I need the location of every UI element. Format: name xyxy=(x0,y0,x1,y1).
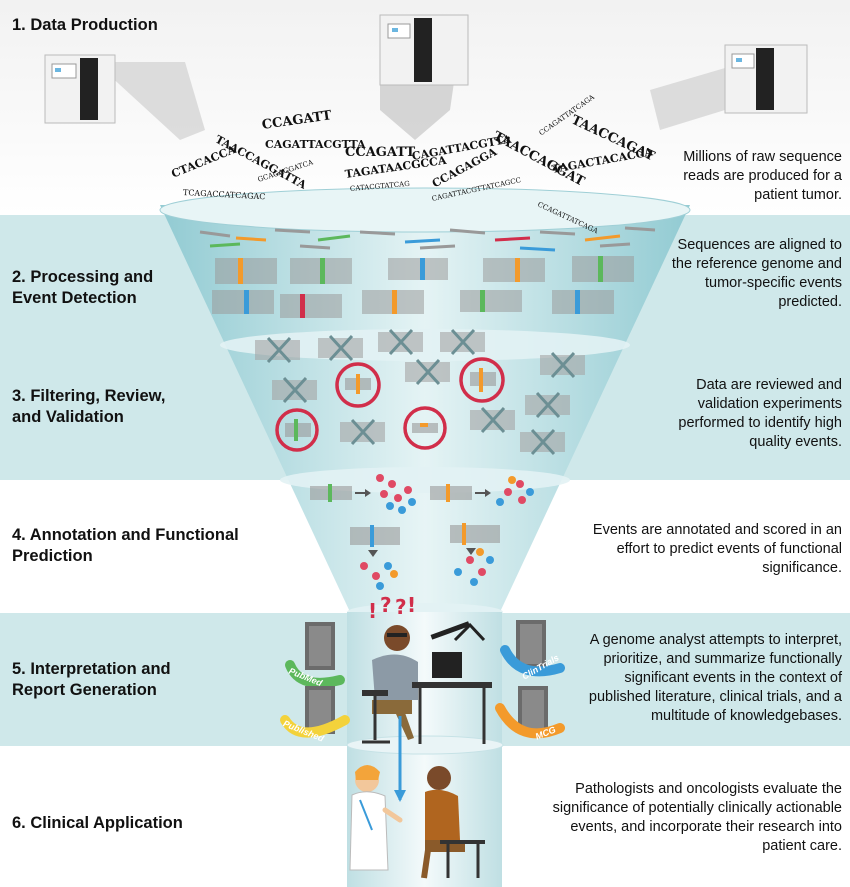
svg-text:?: ? xyxy=(380,593,392,617)
stage-6-description: Pathologists and oncologists evaluate th… xyxy=(552,781,842,854)
svg-text:?: ? xyxy=(395,595,407,619)
stage-2-description: Sequences are aligned to the reference g… xyxy=(671,237,842,310)
filtered-events xyxy=(255,328,585,456)
stage-3-description: Data are reviewed and validation experim… xyxy=(678,377,842,450)
stage-4-description: Events are annotated and scored in an ef… xyxy=(592,522,842,576)
stage-1-description: Millions of raw sequence reads are produ… xyxy=(683,149,842,203)
analyst-figure: ! ? ? ! xyxy=(362,593,492,802)
annotation-networks xyxy=(310,474,534,590)
sequencer-icon-left xyxy=(44,54,116,124)
stage-5-title: 5. Interpretation and Report Generation xyxy=(12,660,171,699)
stage-5-description: A genome analyst attempts to interpret, … xyxy=(588,632,842,724)
stage-2-title: 2. Processing and Event Detection xyxy=(12,268,154,307)
server-icon-clintrials xyxy=(500,620,565,677)
stage-3-title: 3. Filtering, Review, and Validation xyxy=(12,387,166,426)
validated-event-circles xyxy=(275,357,505,452)
stage-1-title: 1. Data Production xyxy=(12,16,158,34)
stage-6-title: 6. Clinical Application xyxy=(12,814,183,832)
server-icon-pubmed xyxy=(285,622,345,688)
sequencer-icon-center xyxy=(379,14,469,86)
server-icon-published xyxy=(280,686,350,738)
read-fragments xyxy=(199,226,656,252)
stage-4-title: 4. Annotation and Functional Prediction xyxy=(12,526,239,565)
clinicians-figure xyxy=(349,765,485,879)
sequence-read: CAGATTACGTTA xyxy=(265,138,366,151)
sequencer-beams xyxy=(95,62,725,140)
server-icon-mcg xyxy=(495,686,565,739)
alignment-blocks xyxy=(212,256,634,318)
svg-text:!: ! xyxy=(407,593,416,617)
sequencer-icon-right xyxy=(724,44,808,114)
svg-text:!: ! xyxy=(368,599,377,623)
sequence-read: CCAGATT xyxy=(345,145,416,160)
funnel-rim xyxy=(159,187,691,233)
